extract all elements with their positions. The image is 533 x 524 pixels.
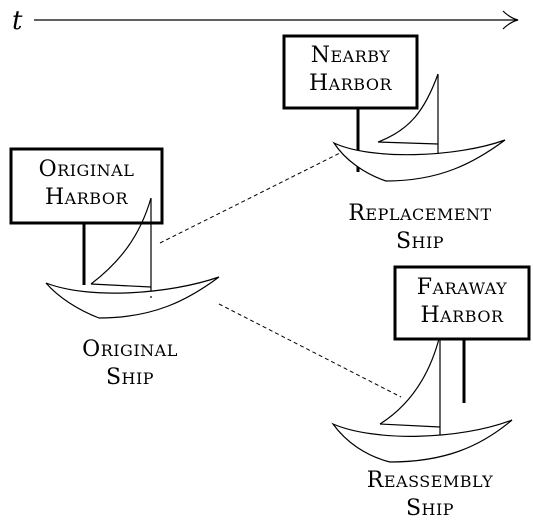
edge-original-to-replacement — [159, 152, 341, 244]
original-ship-icon — [45, 197, 220, 319]
original-harbor-line2: HARBOR — [44, 185, 128, 210]
time-axis-arrowhead — [502, 10, 519, 30]
time-axis-label: t — [12, 6, 23, 36]
edge-original-to-reassembly — [218, 303, 402, 398]
faraway-harbor-line2: HARBOR — [420, 303, 504, 328]
original-group — [9, 147, 220, 319]
original-harbor-label: ORIGINAL HARBOR — [11, 156, 162, 212]
original-harbor-line1: ORIGINAL — [38, 157, 135, 182]
nearby-harbor-line1: NEARBY — [310, 43, 391, 68]
faraway-harbor-label: FARAWAY HARBOR — [395, 274, 529, 330]
reassembly-ship-label: REASSEMBLY SHIP — [330, 467, 530, 523]
faraway-harbor-line1: FARAWAY — [416, 275, 508, 300]
replacement-ship-line1: REPLACEMENT — [348, 201, 492, 226]
original-ship-label: ORIGINAL SHIP — [40, 336, 220, 392]
time-axis — [34, 10, 519, 30]
reassembly-ship-line2: SHIP — [405, 496, 455, 521]
reassembly-ship-line1: REASSEMBLY — [366, 468, 494, 493]
replacement-group — [282, 34, 506, 182]
replacement-ship-icon — [332, 73, 506, 182]
faraway-harbor-sign — [393, 265, 531, 341]
nearby-harbor-label: NEARBY HARBOR — [284, 42, 417, 98]
replacement-ship-label: REPLACEMENT SHIP — [320, 200, 520, 256]
reassembly-group — [331, 265, 531, 463]
replacement-ship-line2: SHIP — [395, 229, 445, 254]
nearby-harbor-sign — [282, 34, 419, 110]
original-ship-line2: SHIP — [105, 365, 155, 390]
original-harbor-sign — [9, 147, 164, 225]
nearby-harbor-line2: HARBOR — [308, 71, 392, 96]
original-ship-line1: ORIGINAL — [82, 337, 178, 362]
reassembly-ship-icon — [331, 334, 513, 463]
